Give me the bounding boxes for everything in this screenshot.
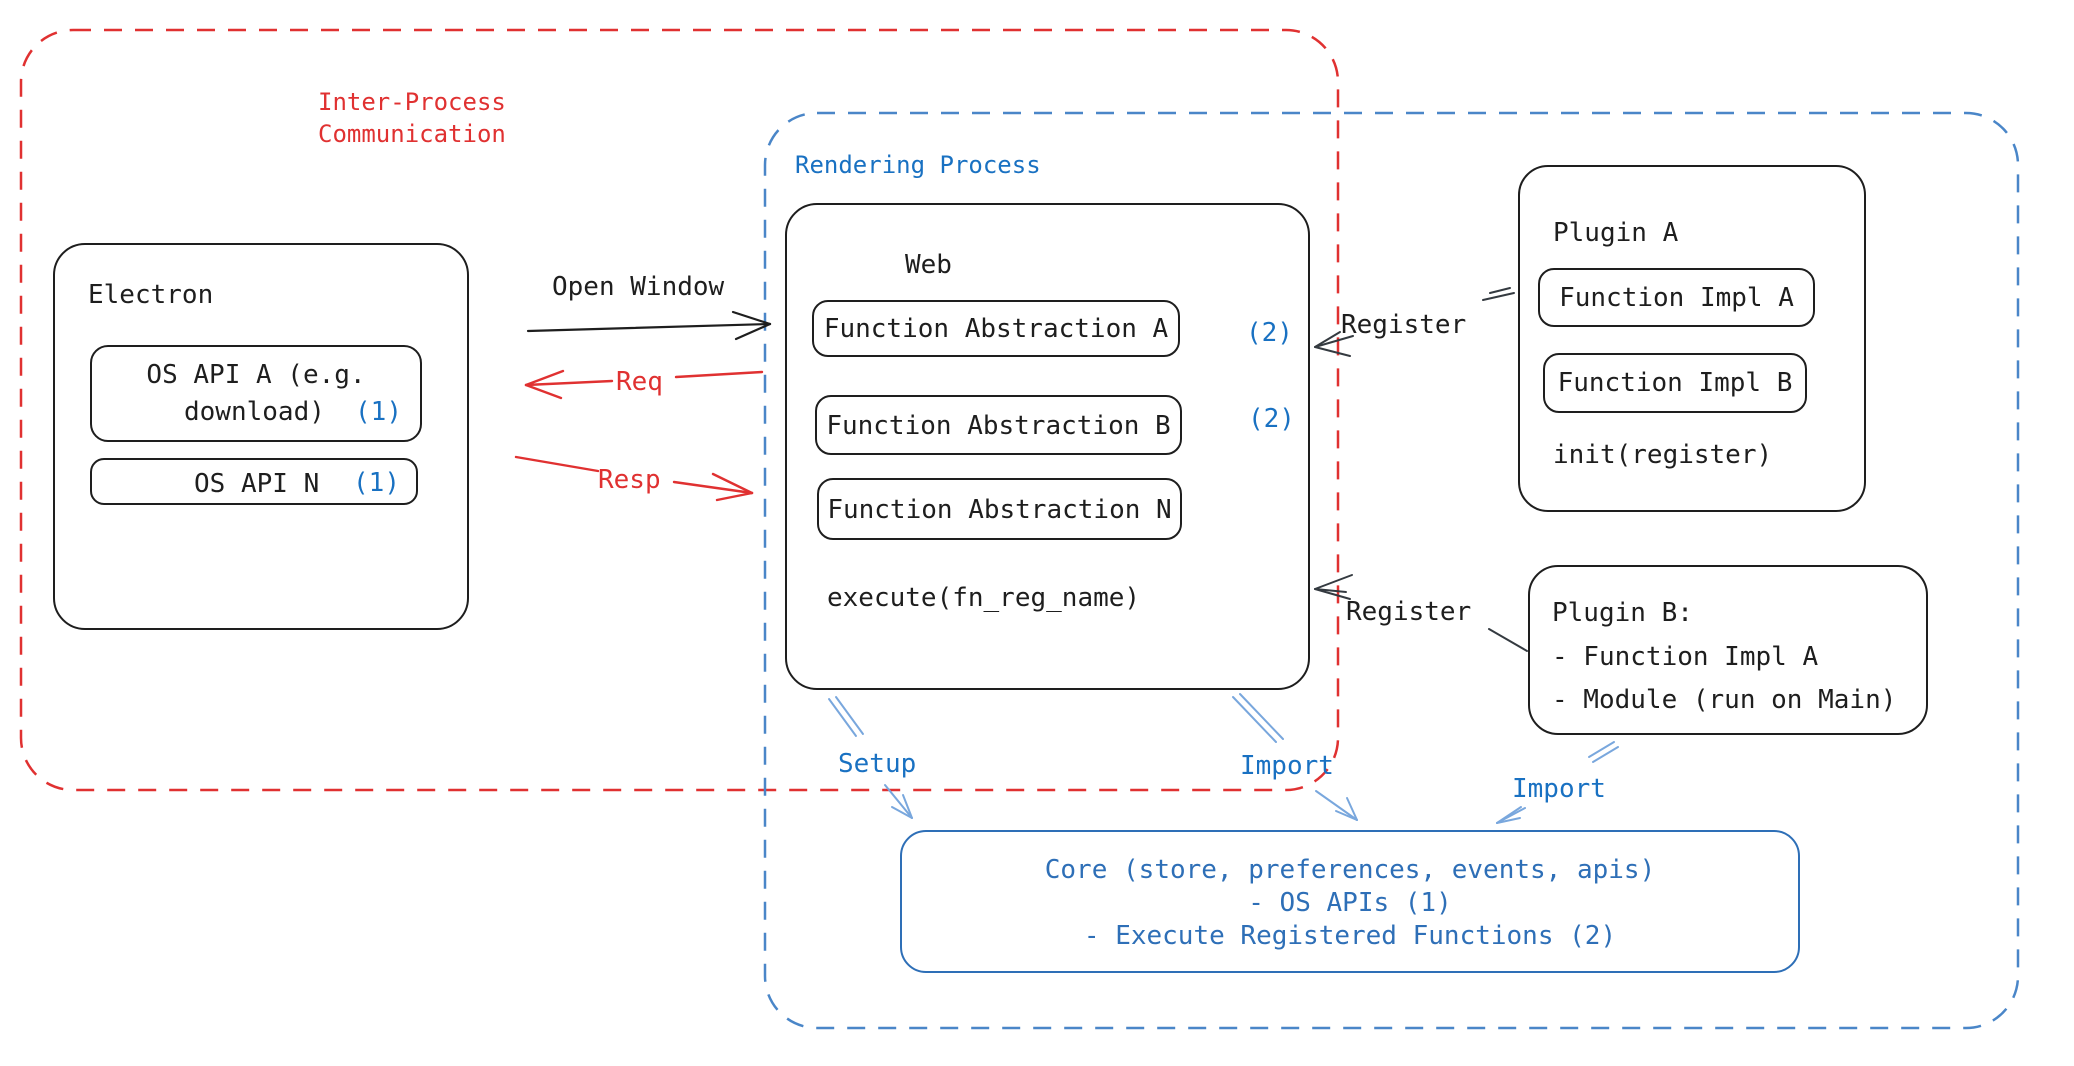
register-plugin-b-arrow — [1314, 574, 1528, 652]
os-api-a-line1: OS API A (e.g. — [146, 360, 366, 390]
function-abstraction-a-label: Function Abstraction A — [823, 314, 1169, 344]
resp-arrow — [514, 455, 754, 502]
plugin-b-item1: - Function Impl A — [1552, 642, 1819, 672]
core-line2: - OS APIs (1) — [1248, 888, 1452, 918]
import-web-core-label: Import — [1240, 751, 1334, 781]
ipc-title-line1: Inter-Process — [318, 88, 506, 116]
plugin-a-impl-b-box: Function Impl B — [1543, 353, 1807, 413]
function-abstraction-b-badge: (2) — [1248, 404, 1295, 434]
function-abstraction-b-label: Function Abstraction B — [826, 411, 1171, 441]
electron-box — [53, 243, 469, 630]
function-abstraction-a-box: Function Abstraction A — [812, 300, 1180, 357]
plugin-b-title: Plugin B: — [1552, 598, 1693, 628]
req-label: Req — [616, 367, 663, 397]
setup-label: Setup — [838, 749, 917, 779]
plugin-a-impl-b-label: Function Impl B — [1557, 368, 1793, 398]
resp-label: Resp — [598, 465, 661, 495]
plugin-a-init-label: init(register) — [1553, 440, 1773, 470]
os-api-n-label: OS API N — [194, 469, 320, 499]
os-api-n-box: OS API N (1) — [90, 458, 418, 505]
plugin-a-impl-a-box: Function Impl A — [1538, 268, 1815, 327]
os-api-a-box: OS API A (e.g. download) (1) — [90, 345, 422, 442]
plugin-b-box — [1528, 565, 1928, 735]
core-line3: - Execute Registered Functions (2) — [1083, 921, 1617, 951]
plugin-b-item2: - Module (run on Main) — [1552, 685, 1897, 715]
core-line1: Core (store, preferences, events, apis) — [1044, 855, 1656, 885]
function-abstraction-a-badge: (2) — [1246, 318, 1293, 348]
register-plugin-a-label: Register — [1341, 310, 1467, 340]
plugin-a-impl-a-label: Function Impl A — [1559, 283, 1794, 313]
open-window-label: Open Window — [552, 272, 725, 302]
plugin-a-title: Plugin A — [1553, 218, 1679, 248]
register-plugin-b-label: Register — [1346, 597, 1472, 627]
ipc-region-border — [19, 28, 1340, 792]
electron-title: Electron — [88, 280, 214, 310]
import-web-core-arrow — [1232, 693, 1358, 821]
open-window-arrow — [526, 310, 772, 341]
ipc-title-line2: Communication — [318, 120, 506, 148]
web-title: Web — [905, 250, 952, 280]
os-api-n-badge: (1) — [353, 468, 400, 498]
req-arrow — [524, 369, 764, 400]
import-plugin-core-label: Import — [1512, 774, 1606, 804]
register-plugin-a-arrow — [1314, 287, 1515, 357]
core-box: Core (store, preferences, events, apis) … — [900, 830, 1800, 973]
function-abstraction-n-box: Function Abstraction N — [817, 478, 1182, 540]
setup-arrow — [828, 696, 913, 819]
rendering-region-title: Rendering Process — [795, 151, 1041, 179]
import-plugin-core-arrow — [1496, 741, 1619, 824]
function-abstraction-b-box: Function Abstraction B — [815, 395, 1182, 455]
os-api-a-badge: (1) — [355, 397, 402, 427]
os-api-a-line2: download) — [184, 397, 325, 427]
plugin-a-box — [1518, 165, 1866, 512]
web-box — [785, 203, 1310, 690]
execute-call-label: execute(fn_reg_name) — [827, 583, 1141, 613]
rendering-region-border — [763, 111, 2020, 1030]
function-abstraction-n-label: Function Abstraction N — [827, 495, 1172, 525]
